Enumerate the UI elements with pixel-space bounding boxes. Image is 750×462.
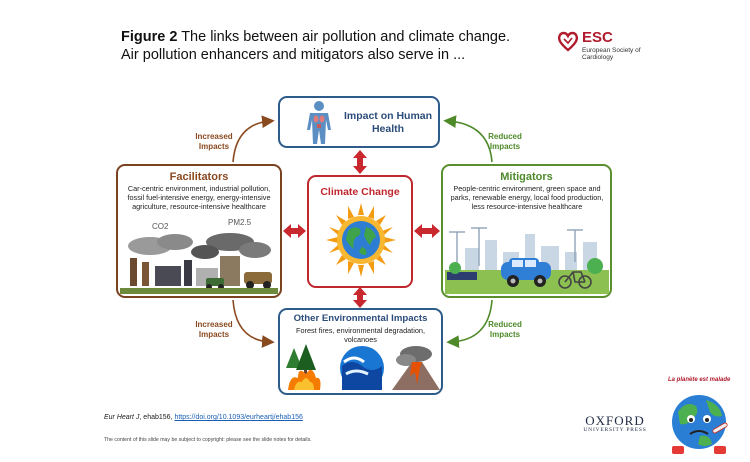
mitigators-title: Mitigators: [443, 171, 610, 183]
facilitators-box: Facilitators Car-centric environment, in…: [116, 164, 282, 298]
copyright-note: The content of this slide may be subject…: [104, 437, 312, 443]
oxford-line1: OXFORD: [580, 414, 650, 427]
pm25-label: PM2.5: [228, 218, 251, 227]
reduced-impacts-label-bottom: Reduced Impacts: [479, 320, 531, 340]
mitigators-box: Mitigators People-centric environment, g…: [441, 164, 612, 298]
doi-link[interactable]: https://doi.org/10.1093/eurheartj/ehab15…: [174, 414, 302, 421]
green-city-illustration: [445, 222, 609, 294]
sick-planet-sticker: La planète est malade: [660, 377, 736, 457]
oxford-logo: OXFORD UNIVERSITY PRESS: [580, 414, 650, 433]
reduced-impacts-label-top: Reduced Impacts: [479, 132, 531, 152]
globe-sun-icon: [326, 201, 396, 279]
volcano-icon: [392, 346, 440, 390]
climate-change-title: Climate Change: [309, 186, 411, 198]
co2-label: CO2: [152, 222, 168, 231]
arrow-climate-health: [353, 150, 367, 174]
climate-change-box: Climate Change: [307, 175, 413, 288]
facilitators-description: Car-centric environment, industrial poll…: [122, 184, 276, 211]
oxford-line2: UNIVERSITY PRESS: [580, 427, 650, 433]
increased-impacts-label-top: Increased Impacts: [186, 132, 242, 152]
facilitators-title: Facilitators: [118, 171, 280, 183]
human-body-icon: [302, 100, 336, 146]
journal-name: Eur Heart J: [104, 414, 139, 421]
flood-icon: [340, 346, 384, 390]
other-impacts-title: Other Environmental Impacts: [280, 313, 441, 324]
industry-pollution-illustration: [120, 232, 278, 294]
other-impacts-description: Forest fires, environmental degradation,…: [288, 326, 433, 344]
health-title: Impact on Human Health: [338, 110, 438, 136]
article-id: , ehab156,: [139, 414, 174, 421]
increased-impacts-label-bottom: Increased Impacts: [186, 320, 242, 340]
sticker-text: La planète est malade: [668, 377, 730, 383]
fire-flood-volcano-illustration: [284, 344, 440, 392]
sick-earth-icon: [666, 386, 732, 456]
arrow-climate-facilitators: [283, 224, 306, 238]
health-box: Impact on Human Health: [278, 96, 440, 148]
other-impacts-box: Other Environmental Impacts Forest fires…: [278, 308, 443, 395]
arrow-climate-mitigators: [414, 224, 440, 238]
arrow-climate-other: [353, 287, 367, 308]
mitigators-description: People-centric environment, green space …: [449, 184, 605, 211]
forest-fire-icon: [286, 344, 321, 390]
citation: Eur Heart J, ehab156, https://doi.org/10…: [104, 414, 303, 421]
